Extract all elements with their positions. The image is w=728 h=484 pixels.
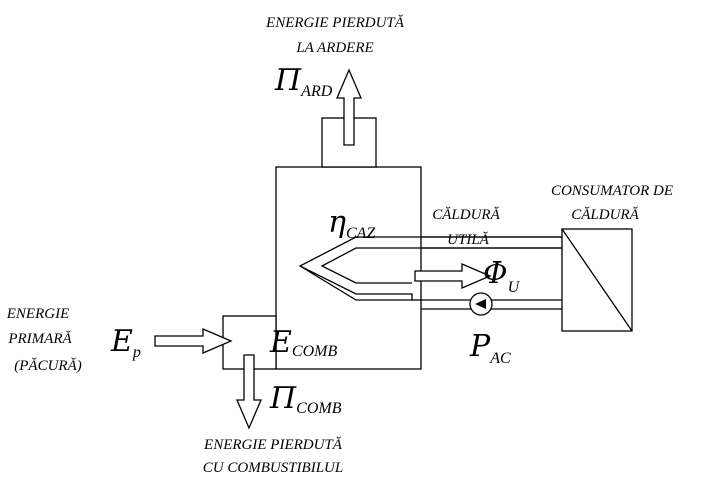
fuel-energy-label: ECOMB [269,325,337,360]
primary-caption-line3: (PĂCURĂ) [14,357,81,374]
boiler-body [275,166,422,370]
loss-combustion-symbol: Π [274,63,302,98]
loss-combustion-caption-line2: LA ARDERE [295,40,373,56]
useful-heat-caption-line2: UTILĂ [447,231,490,248]
primary-caption-line1: ENERGIE [6,306,69,322]
useful-heat-arrow [414,263,492,289]
loss-fuel-caption-line1: ENERGIE PIERDUTĂ [203,436,343,453]
primary-caption-line2: PRIMARĂ [7,330,72,347]
pump-power-label: PAC [469,329,511,367]
fuel-loss-label: ΠCOMB [269,381,342,417]
useful-flux-subscript: U [508,279,521,296]
consumer-caption-line2: CĂLDURĂ [571,206,639,223]
loss-combustion-subscript: ARD [300,83,333,100]
fuel-loss-subscript: COMB [296,400,342,417]
flue-loss-arrow [336,68,362,146]
fuel-loss-arrow [236,354,262,430]
fuel-energy-subscript: COMB [292,343,338,360]
primary-energy-symbol: E [110,324,133,359]
boiler-efficiency-symbol: η [328,205,346,240]
fuel-energy-symbol: E [269,325,292,360]
loss-combustion-caption-line1: ENERGIE PIERDUTĂ [265,14,405,31]
heat-exchanger-coil [298,236,562,301]
useful-heat-caption-line1: CĂLDURĂ [432,206,500,223]
primary-energy-label: Ep [110,324,141,361]
loss-fuel-caption-line2: CU COMBUSTIBILUL [203,460,343,476]
consumer-caption-line1: CONSUMATOR DE [551,183,673,199]
fuel-loss-symbol: Π [269,381,297,416]
useful-flux-symbol: Φ [483,256,508,291]
primary-energy-subscript: p [132,344,141,361]
primary-energy-arrow [154,328,233,354]
loss-combustion-label: ΠARD [274,63,333,100]
boiler-efficiency-subscript: CAZ [346,225,376,242]
pump-direction-icon [475,299,486,309]
pump-power-subscript: AC [489,350,511,367]
boiler-efficiency-label: ηCAZ [328,205,376,242]
pump-power-symbol: P [469,329,491,364]
heat-consumer-diagonal [561,228,633,332]
useful-flux-label: ΦU [483,256,521,296]
